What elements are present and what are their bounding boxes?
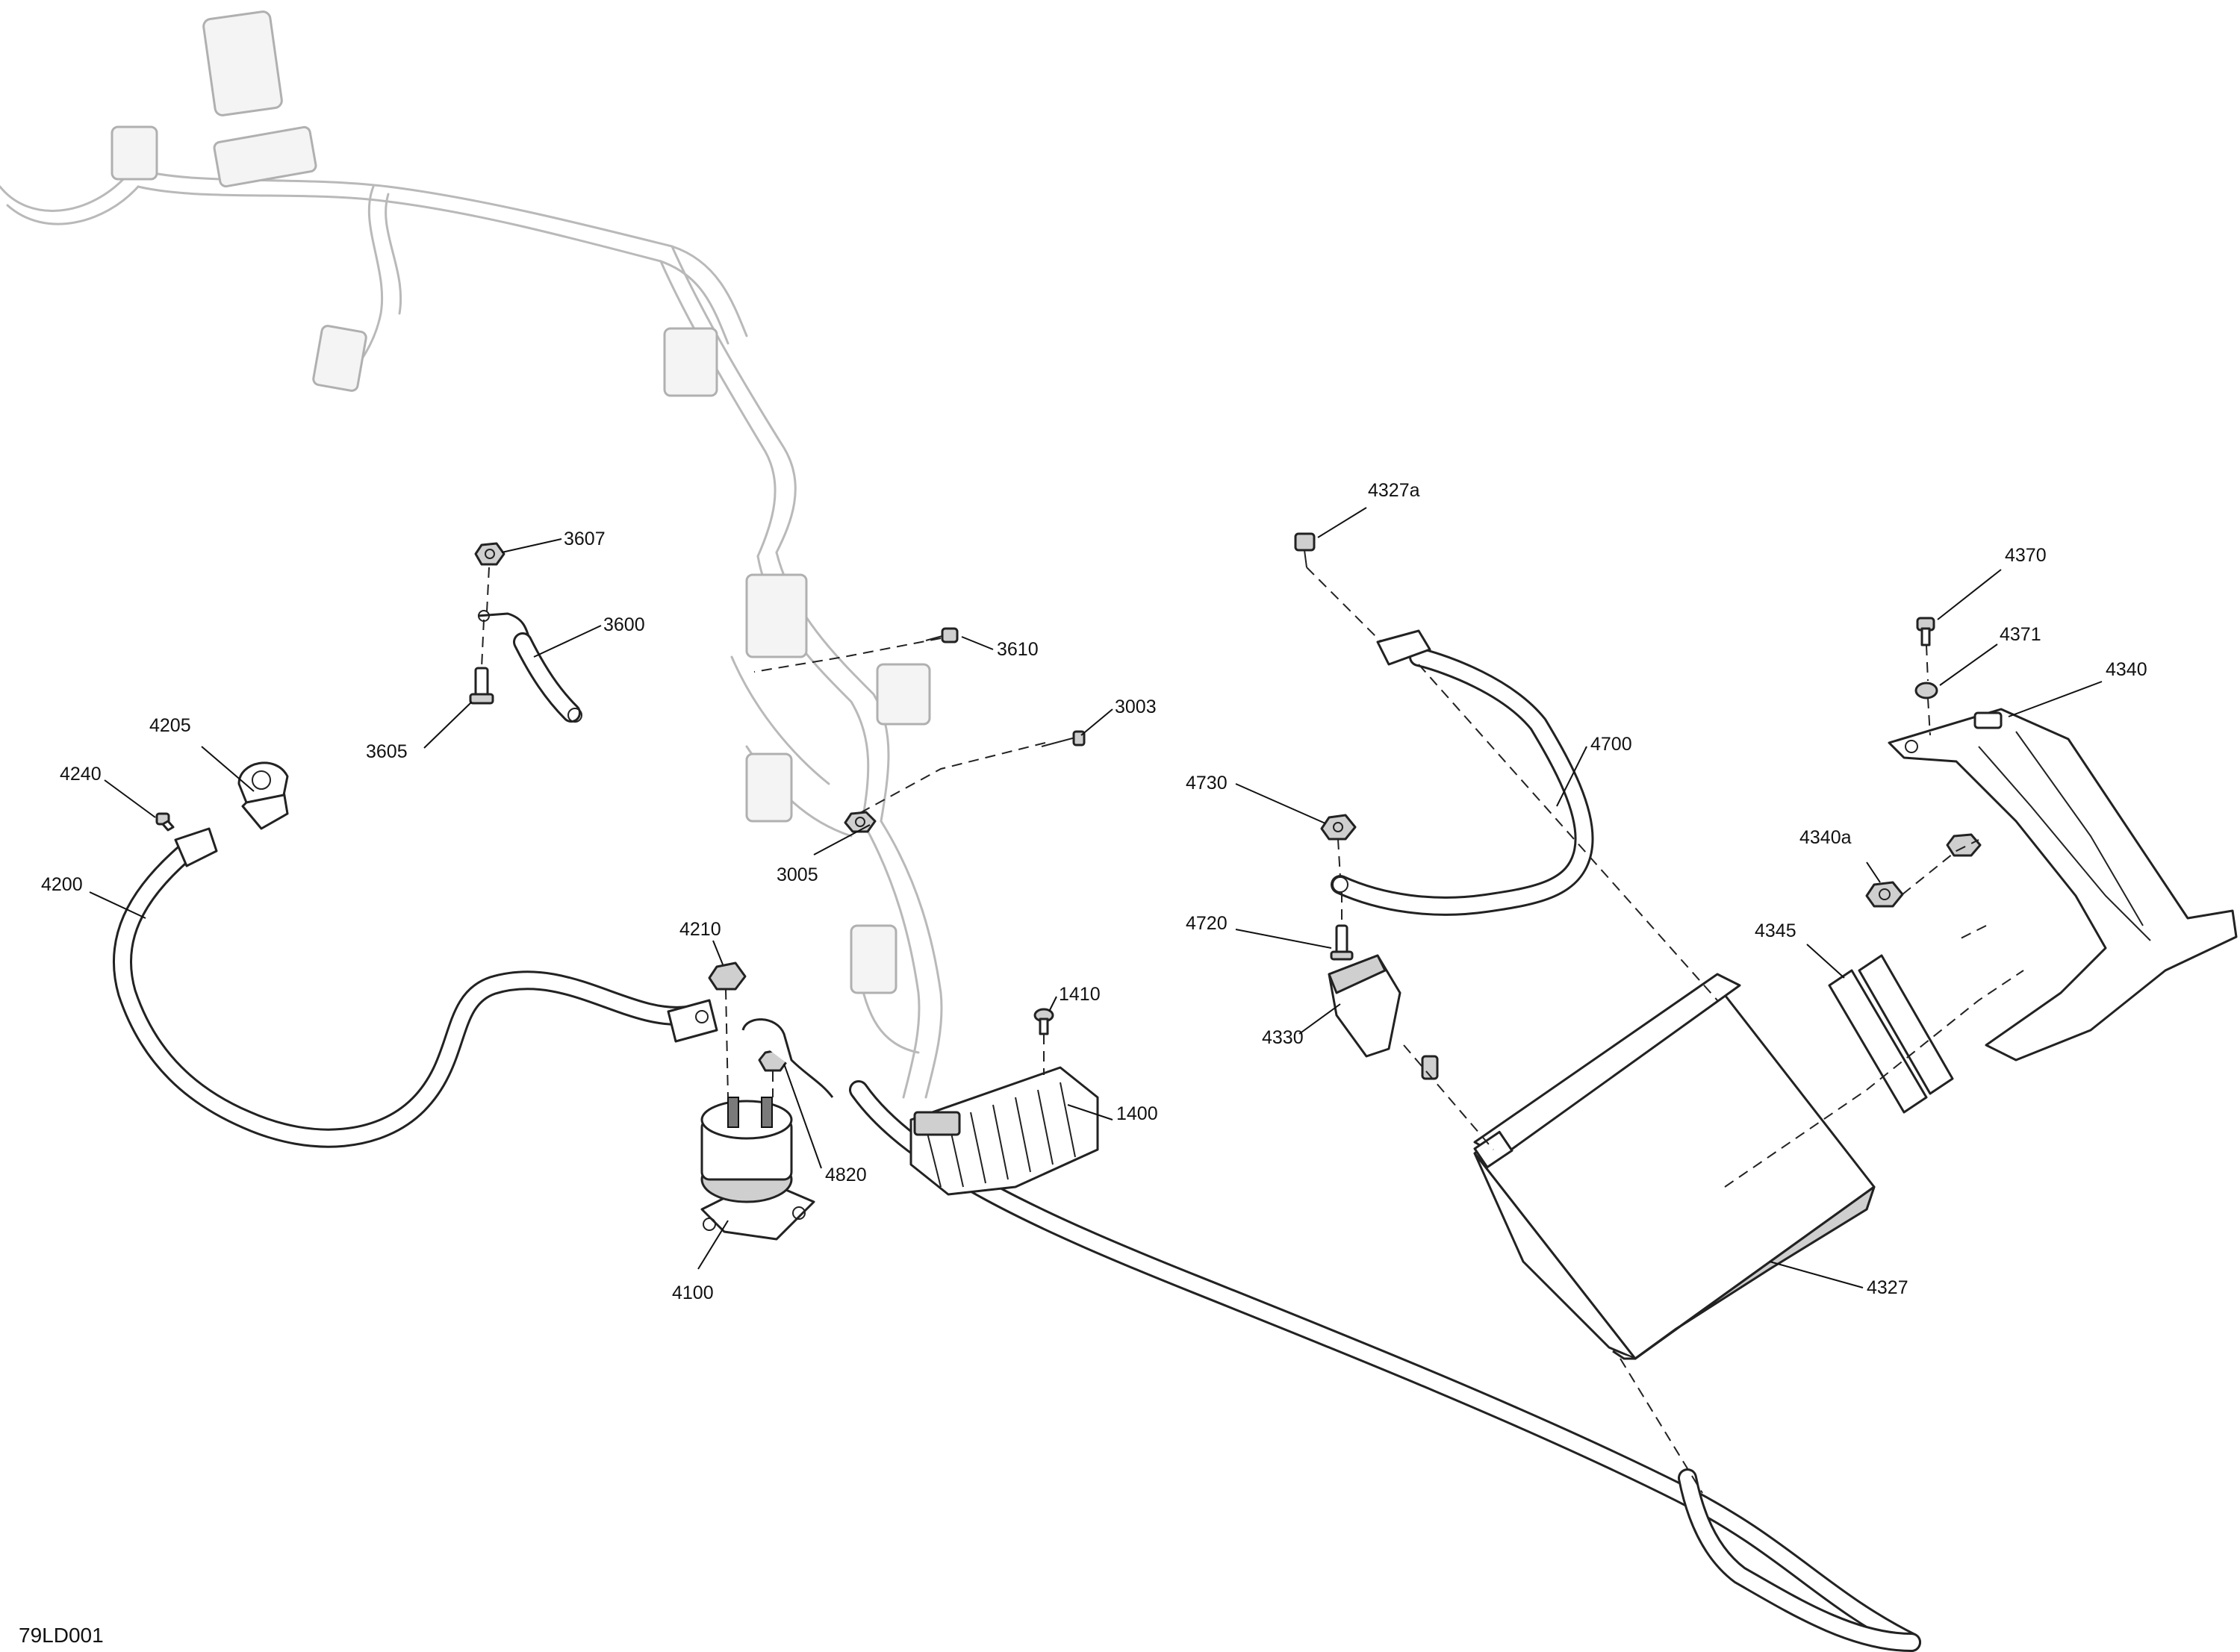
label-4700: 4700 bbox=[1590, 734, 1632, 755]
label-4820: 4820 bbox=[825, 1165, 867, 1185]
label-4100: 4100 bbox=[672, 1282, 714, 1303]
label-4730: 4730 bbox=[1186, 773, 1228, 794]
screw-4240 bbox=[155, 812, 175, 832]
solenoid-4100 bbox=[700, 1097, 815, 1241]
label-4370: 4370 bbox=[2005, 545, 2047, 566]
screw-3610 bbox=[925, 627, 959, 643]
label-4205: 4205 bbox=[149, 715, 191, 736]
ground-strap-3600 bbox=[477, 610, 582, 723]
figure-id: 79LD001 bbox=[19, 1624, 104, 1647]
screw-3003 bbox=[1041, 730, 1086, 747]
bolt-3605 bbox=[469, 667, 494, 705]
label-3005: 3005 bbox=[777, 864, 818, 885]
leader-lines bbox=[89, 507, 2103, 1288]
terminal-cover-4330 bbox=[1328, 954, 1439, 1080]
screw-1410 bbox=[1033, 1008, 1054, 1035]
label-3003: 3003 bbox=[1115, 696, 1157, 717]
terminal-boot-4205 bbox=[237, 761, 289, 830]
washer-4371 bbox=[1914, 682, 1938, 699]
label-4200: 4200 bbox=[41, 874, 83, 895]
label-4340: 4340 bbox=[2106, 659, 2147, 680]
nut-3607 bbox=[474, 542, 505, 566]
nut-4210 bbox=[708, 961, 747, 991]
battery-bracket-4340 bbox=[1888, 708, 2238, 1062]
assembly-lines bbox=[481, 567, 2024, 1494]
label-4327a: 4327a bbox=[1368, 480, 1420, 501]
battery-pads-4345 bbox=[1828, 954, 1954, 1114]
label-4371: 4371 bbox=[2000, 624, 2041, 645]
label-4240: 4240 bbox=[60, 764, 102, 785]
callout-labels: 3607 3600 3605 3610 3003 3005 4205 4240 … bbox=[41, 480, 2147, 1303]
red-cable-boot bbox=[741, 1018, 834, 1098]
nut-4730 bbox=[1320, 814, 1357, 841]
label-3610: 3610 bbox=[997, 639, 1039, 660]
battery-cable-4200 bbox=[112, 827, 718, 1148]
label-4210: 4210 bbox=[679, 919, 721, 940]
main-wiring-harness bbox=[0, 10, 943, 1099]
label-3605: 3605 bbox=[366, 741, 408, 762]
label-1400: 1400 bbox=[1116, 1103, 1158, 1124]
battery-4327 bbox=[1473, 973, 1876, 1360]
nut-3005 bbox=[844, 811, 877, 833]
label-4330: 4330 bbox=[1262, 1027, 1304, 1048]
label-4345: 4345 bbox=[1755, 920, 1796, 941]
label-4327: 4327 bbox=[1867, 1277, 1908, 1298]
label-4720: 4720 bbox=[1186, 913, 1228, 934]
label-3607: 3607 bbox=[564, 529, 606, 549]
screw-4327a bbox=[1294, 532, 1316, 568]
label-3600: 3600 bbox=[603, 614, 645, 635]
ground-harness bbox=[849, 1080, 1921, 1652]
nut-4340a bbox=[1865, 833, 1982, 908]
voltage-regulator-1400 bbox=[909, 1066, 1099, 1196]
label-1410: 1410 bbox=[1059, 984, 1101, 1005]
bolt-4720 bbox=[1330, 924, 1354, 961]
label-4340a: 4340a bbox=[1799, 827, 1852, 848]
screw-4370 bbox=[1916, 617, 1935, 646]
battery-strap-4700 bbox=[1331, 629, 1594, 916]
